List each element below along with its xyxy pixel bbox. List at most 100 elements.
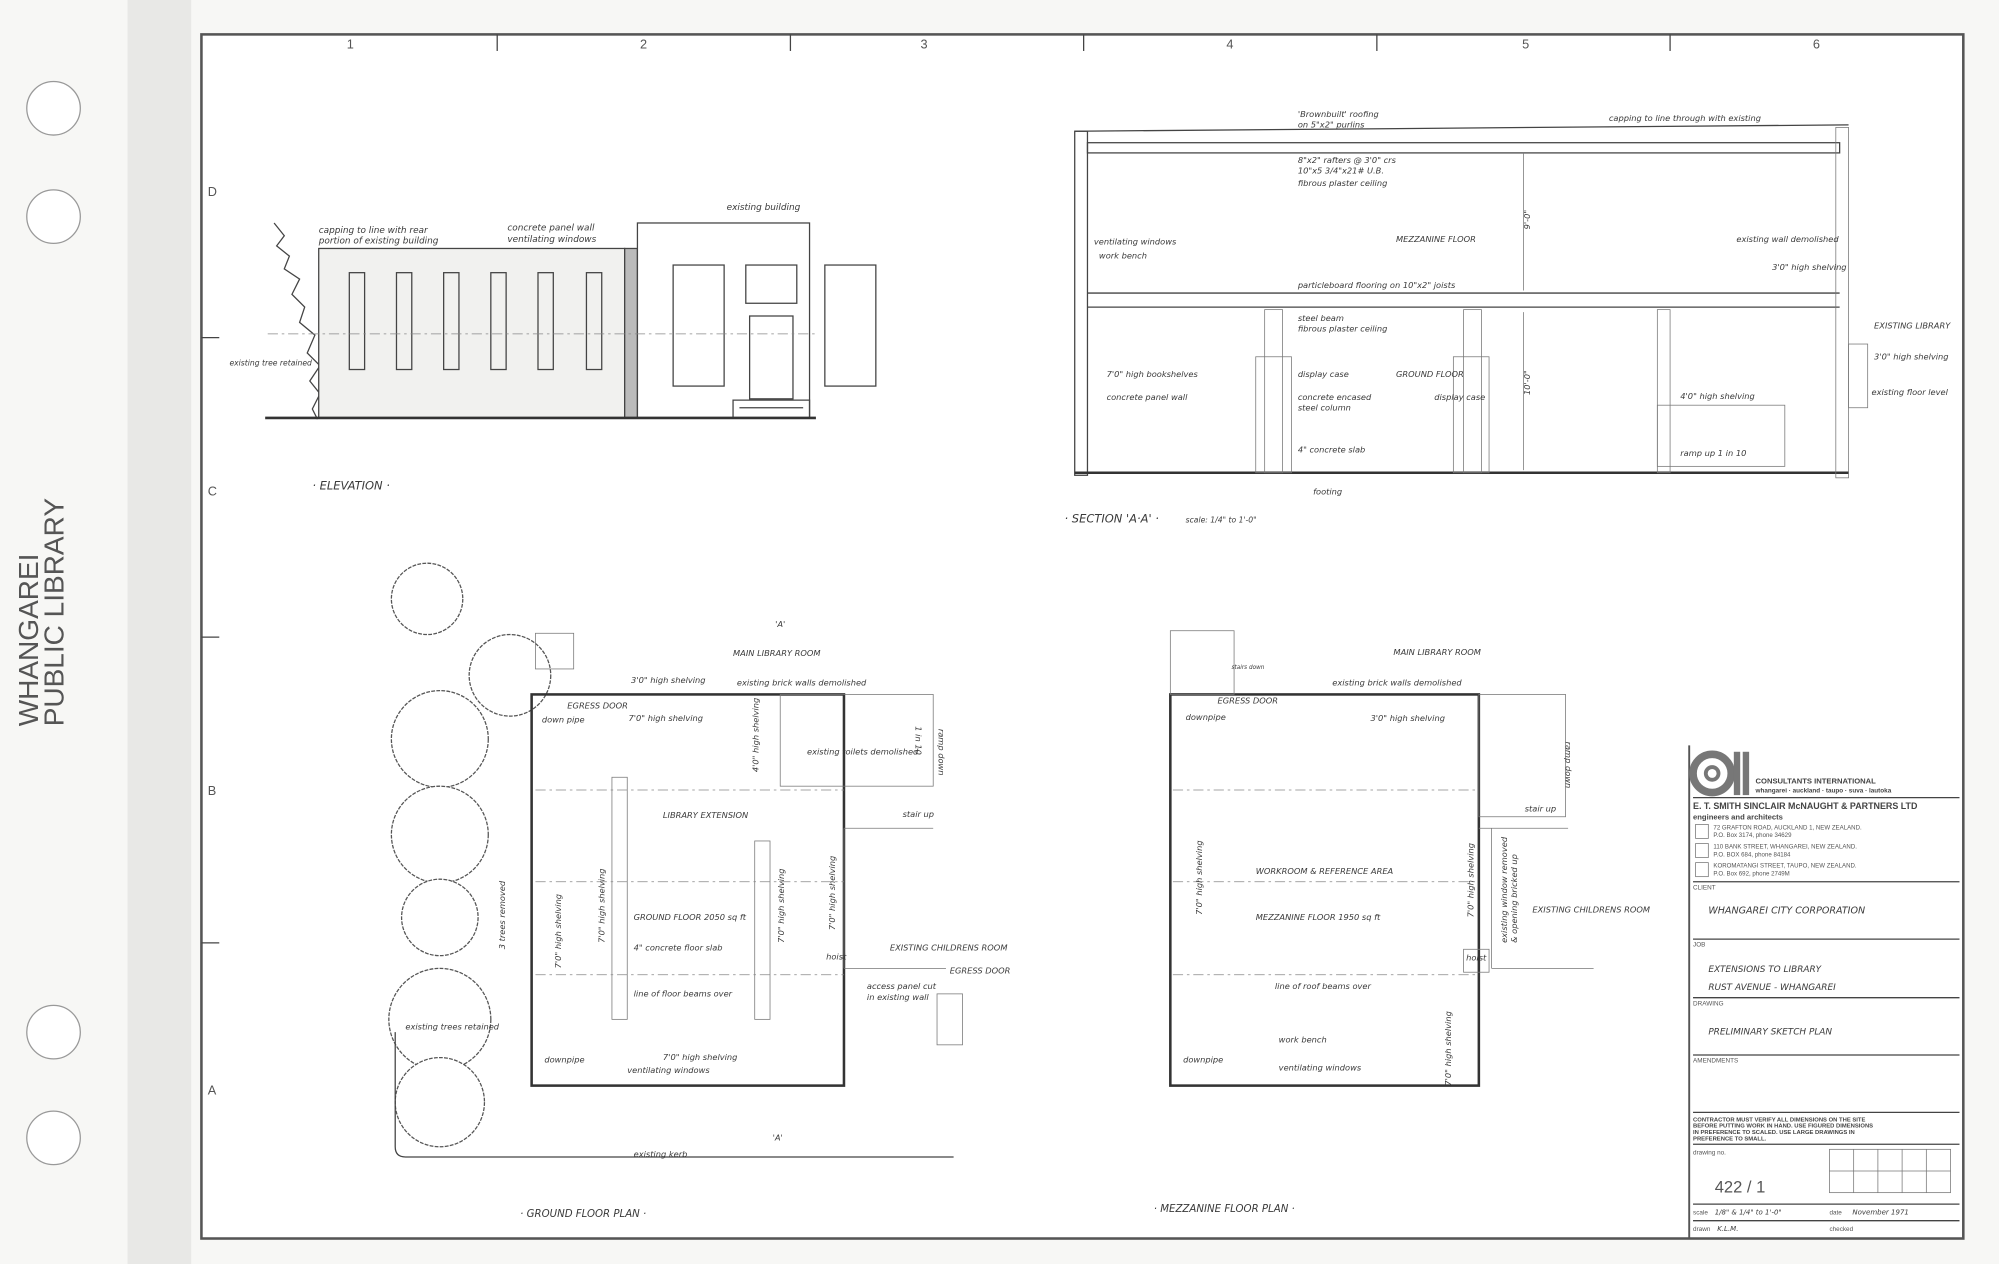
- annotation-text: LIBRARY EXTENSION: [663, 810, 748, 820]
- annotation-text: downpipe: [1183, 1055, 1223, 1065]
- annotation-text: 7'0" high shelving: [1443, 1011, 1453, 1085]
- annotation-text: 9'-0": [1522, 210, 1532, 230]
- annotation-text: existing tree retained: [229, 359, 312, 368]
- annotation-text: work bench: [1279, 1034, 1327, 1044]
- annotation-text: MEZZANINE FLOOR 1950 sq ft: [1256, 912, 1381, 922]
- annotation-text: fibrous plaster ceiling: [1298, 178, 1388, 188]
- annotation-text: MAIN LIBRARY ROOM: [733, 648, 820, 658]
- annotation-text: capping to line with rear: [319, 226, 429, 236]
- annotation-text: & opening bricked up: [1509, 854, 1519, 943]
- mezzanine-plan-title: · MEZZANINE FLOOR PLAN ·: [1154, 1204, 1295, 1215]
- annotation-text: 1 in 10: [913, 726, 923, 755]
- annotation-text: 7'0" high bookshelves: [1107, 369, 1199, 379]
- annotation-text: EXTENSIONS TO LIBRARY: [1708, 965, 1822, 975]
- annotation-text: existing window removed: [1499, 836, 1509, 943]
- elevation-title: · ELEVATION ·: [312, 478, 390, 492]
- annotation-text: ramp down: [1564, 742, 1574, 789]
- annotation-text: C: [208, 484, 217, 499]
- annotation-text: 422 / 1: [1715, 1178, 1766, 1197]
- annotation-text: stair up: [903, 809, 934, 819]
- annotation-text: 110 BANK STREET, WHANGAREI, NEW ZEALAND.: [1713, 844, 1857, 851]
- binding-strip: [127, 0, 192, 1264]
- title-block: CONSULTANTS INTERNATIONAL whangarei · au…: [1688, 745, 1960, 1239]
- annotation-text: PRELIMINARY SKETCH PLAN: [1708, 1028, 1832, 1038]
- annotation-text: ramp up 1 in 10: [1680, 448, 1746, 458]
- annotation-text: existing building: [727, 203, 801, 213]
- annotation-text: DRAWING: [1693, 1000, 1724, 1007]
- annotation-text: existing floor level: [1872, 387, 1949, 397]
- annotation-text: EXISTING CHILDRENS ROOM: [890, 943, 1008, 953]
- annotation-text: line of roof beams over: [1275, 981, 1372, 991]
- annotation-text: whangarei · auckland · taupo · suva · la…: [1754, 788, 1891, 795]
- grid-ticks: [201, 34, 1671, 944]
- annotation-text: in existing wall: [867, 992, 930, 1002]
- annotation-text: 4" concrete slab: [1298, 444, 1365, 454]
- annotation-text: GROUND FLOOR 2050 sq ft: [634, 912, 747, 922]
- annotation-text: concrete panel wall: [507, 224, 595, 234]
- annotation-text: 5: [1522, 36, 1529, 51]
- contractor-note: CONTRACTOR MUST VERIFY ALL DIMENSIONS ON…: [1693, 1117, 1873, 1142]
- ground-floor-plan: 'A' MAIN LIBRARY ROOM 3'0" high shelving…: [388, 562, 1010, 1220]
- annotation-text: EGRESS DOOR: [1218, 695, 1279, 705]
- annotation-text: existing trees retained: [405, 1022, 499, 1032]
- annotation-text: drawn: [1693, 1226, 1711, 1233]
- annotation-text: 2: [640, 36, 647, 51]
- annotation-text: 4: [1226, 36, 1233, 51]
- annotation-text: existing wall demolished: [1736, 234, 1839, 244]
- annotation-text: 72 GRAFTON ROAD, AUCKLAND 1, NEW ZEALAND…: [1713, 825, 1862, 832]
- annotation-text: AMENDMENTS: [1693, 1058, 1738, 1065]
- annotation-text: 7'0" high shelving: [1466, 843, 1476, 917]
- annotation-text: steel beam: [1298, 313, 1344, 323]
- binder-holes: [26, 80, 81, 1166]
- annotation-text: existing toilets demolished: [807, 746, 919, 756]
- section-drawing: 'Brownbuilt' roofing on 5"x2" purlins ca…: [1065, 109, 1952, 525]
- elevation-drawing: capping to line with rear portion of exi…: [229, 203, 877, 492]
- annotation-text: EXISTING LIBRARY: [1874, 321, 1951, 331]
- annotation-text: down pipe: [542, 714, 585, 724]
- annotation-text: 8"x2" rafters @ 3'0" crs: [1298, 155, 1397, 165]
- revision-grid: [1829, 1148, 1951, 1194]
- annotation-text: 7'0" high shelving: [629, 713, 703, 723]
- annotation-text: scale: 1/4" to 1'-0": [1186, 515, 1257, 524]
- annotation-text: capping to line through with existing: [1609, 113, 1761, 123]
- annotation-text: RUST AVENUE - WHANGAREI: [1708, 983, 1836, 993]
- annotation-text: concrete panel wall: [1107, 392, 1189, 402]
- annotation-text: downpipe: [1186, 712, 1226, 722]
- mezzanine-floor-plan: MAIN LIBRARY ROOM stairs down existing b…: [1154, 630, 1650, 1215]
- annotation-text: 7'0" high shelving: [776, 868, 786, 942]
- annotation-text: 4'0" high shelving: [1680, 391, 1754, 401]
- annotation-text: hoist: [826, 951, 847, 961]
- annotation-text: KOROMATANGI STREET, TAUPO, NEW ZEALAND.: [1713, 863, 1856, 870]
- annotation-text: E. T. SMITH SINCLAIR McNAUGHT & PARTNERS…: [1693, 801, 1918, 811]
- ci-logo: [1689, 750, 1750, 797]
- annotation-text: PUBLIC LIBRARY: [39, 498, 70, 727]
- annotation-text: 3'0" high shelving: [1772, 262, 1846, 272]
- annotation-text: 3'0" high shelving: [1874, 351, 1948, 361]
- side-label: WHANGAREI PUBLIC LIBRARY: [13, 498, 70, 727]
- annotation-text: drawing no.: [1693, 1149, 1726, 1156]
- annotation-text: concrete encased: [1298, 392, 1372, 402]
- annotation-text: 1/8" & 1/4" to 1'-0": [1715, 1208, 1782, 1216]
- annotation-text: 10'-0": [1522, 370, 1532, 395]
- annotation-text: ventilating windows: [627, 1065, 710, 1075]
- annotation-text: 'A': [775, 619, 785, 629]
- annotation-text: ventilating windows: [507, 235, 596, 245]
- annotation-text: 4'0" high shelving: [751, 698, 761, 772]
- section-title: · SECTION 'A·A' ·: [1065, 511, 1159, 525]
- annotation-text: November 1971: [1852, 1208, 1908, 1216]
- annotation-text: work bench: [1099, 251, 1147, 261]
- annotation-text: 7'0" high shelving: [553, 894, 563, 968]
- annotation-text: CLIENT: [1693, 884, 1716, 891]
- annotation-text: 6: [1813, 36, 1820, 51]
- annotation-text: EXISTING CHILDRENS ROOM: [1532, 904, 1650, 914]
- annotation-text: footing: [1313, 486, 1342, 496]
- annotation-text: 4" concrete floor slab: [634, 943, 723, 953]
- annotation-text: stair up: [1525, 804, 1556, 814]
- annotation-text: existing brick walls demolished: [1332, 678, 1462, 688]
- annotation-text: 3 trees removed: [497, 880, 507, 949]
- annotation-text: engineers and architects: [1693, 812, 1783, 821]
- annotation-text: steel column: [1298, 402, 1351, 412]
- annotation-text: ramp down: [936, 729, 946, 776]
- annotation-text: 10"x5 3/4"x21# U.B.: [1298, 165, 1384, 175]
